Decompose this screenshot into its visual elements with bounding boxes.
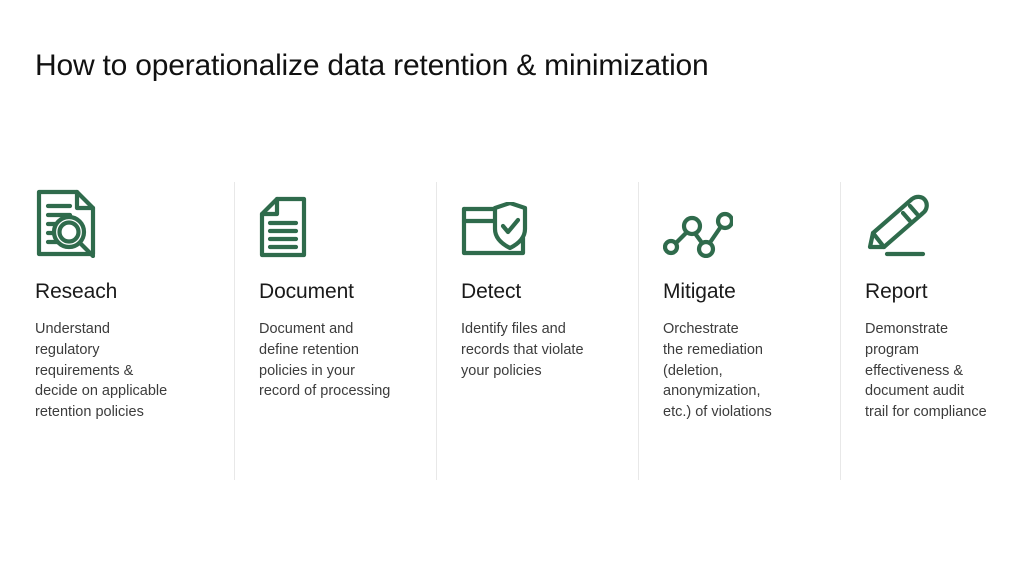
step-heading: Detect (461, 280, 522, 303)
step-body: Understand regulatory requirements & dec… (35, 321, 168, 421)
step-column-mitigate: Mitigate Orchestrate the remediation (de… (638, 182, 840, 480)
step-body: Identify files and records that violate … (461, 321, 584, 379)
step-body: Orchestrate the remediation (deletion, a… (663, 321, 772, 421)
step-column-report: Report Demonstrate program effectiveness… (840, 182, 1024, 480)
network-nodes-icon (663, 182, 826, 258)
step-body: Document and define retention policies i… (259, 321, 391, 400)
page-title: How to operationalize data retention & m… (35, 49, 709, 82)
step-heading: Mitigate (663, 280, 736, 303)
step-column-research: Reseach Understand regulatory requiremen… (35, 182, 234, 480)
step-heading: Document (259, 280, 354, 303)
step-column-document: Document Document and define retention p… (234, 182, 436, 480)
document-lines-icon (259, 182, 422, 258)
steps-row: Reseach Understand regulatory requiremen… (35, 182, 989, 480)
step-heading: Report (865, 280, 928, 303)
document-magnifier-icon (35, 182, 220, 258)
folder-shield-check-icon (461, 182, 624, 258)
step-body: Demonstrate program effectiveness & docu… (865, 321, 987, 421)
step-heading: Reseach (35, 280, 118, 303)
pencil-underline-icon (865, 182, 1024, 258)
step-column-detect: Detect Identify files and records that v… (436, 182, 638, 480)
